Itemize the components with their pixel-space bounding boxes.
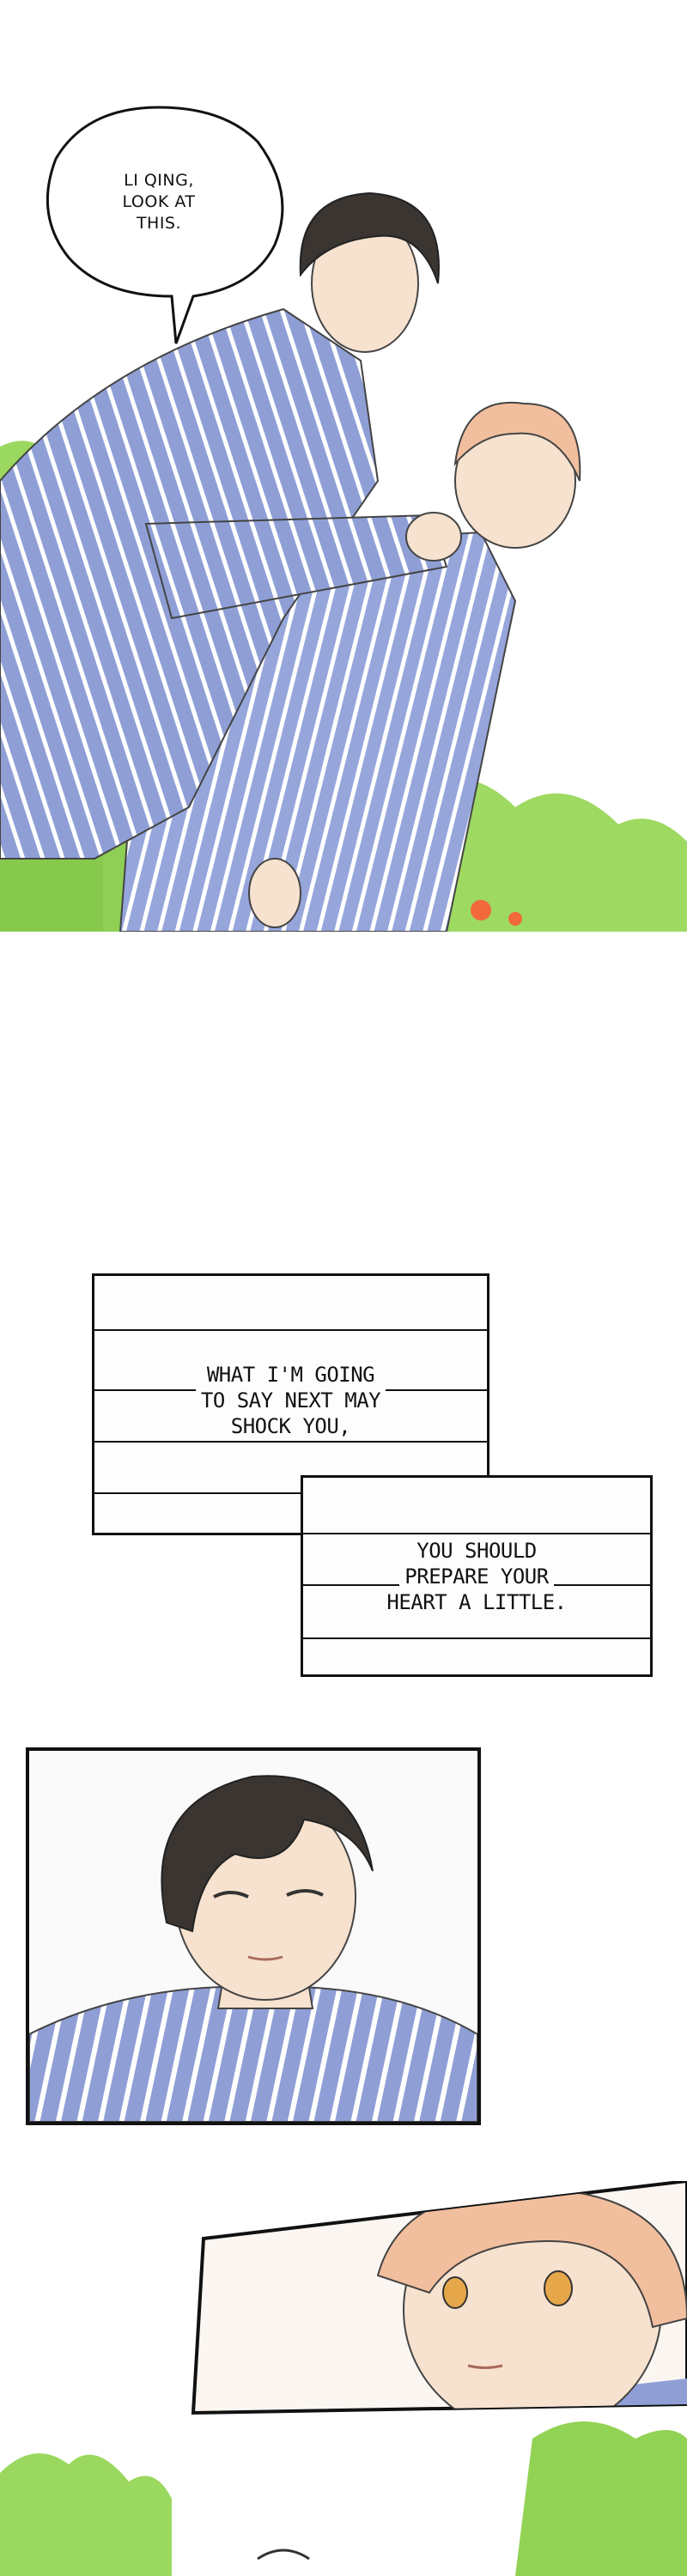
caption-line: PREPARE YOUR	[303, 1564, 650, 1589]
standing-character-arm	[144, 513, 448, 620]
standing-character-hair	[299, 191, 440, 284]
grass-bush	[515, 2421, 687, 2576]
mouth	[247, 1955, 283, 1961]
dark-hair-partial	[257, 2549, 310, 2561]
caption-rule	[303, 1533, 650, 1534]
caption-line: HEART A LITTLE.	[303, 1589, 650, 1615]
caption-rule	[94, 1329, 487, 1331]
portrait-light-hair-art	[0, 2181, 687, 2576]
caption-line: TO SAY NEXT MAY	[94, 1388, 487, 1413]
eye	[442, 2276, 468, 2309]
grass-bush	[0, 2453, 172, 2576]
caption-rule	[94, 1492, 487, 1494]
caption-line: SHOCK YOU,	[94, 1413, 487, 1439]
panel-portrait-dark-hair	[26, 1747, 481, 2125]
orange-flower	[471, 900, 491, 920]
panel-garden: LI QING, LOOK AT THIS.	[0, 0, 687, 932]
portrait-dark-hair-art	[29, 1775, 477, 2122]
caption-line: YOU SHOULD	[303, 1538, 650, 1564]
garden-scene-art	[0, 106, 687, 932]
seated-character-hair	[453, 401, 581, 482]
caption-rule	[94, 1441, 487, 1443]
eye	[544, 2270, 573, 2306]
dark-hair	[161, 1775, 374, 1933]
caption-box-1: WHAT I'M GOING TO SAY NEXT MAY SHOCK YOU…	[92, 1273, 489, 1535]
hand	[405, 512, 462, 562]
caption-rule	[303, 1637, 650, 1639]
orange-flower	[508, 912, 522, 926]
speech-bubble-shape	[46, 106, 284, 344]
eye	[213, 1891, 249, 1899]
caption-line: WHAT I'M GOING	[94, 1362, 487, 1388]
panel-portrait-light-hair	[0, 2181, 687, 2576]
mouth	[467, 2364, 503, 2369]
hand	[248, 858, 301, 928]
eye	[286, 1889, 324, 1897]
speech-bubble-text: LI QING, LOOK AT THIS.	[122, 171, 196, 233]
caption-box-2: YOU SHOULD PREPARE YOUR HEART A LITTLE.	[301, 1475, 653, 1677]
